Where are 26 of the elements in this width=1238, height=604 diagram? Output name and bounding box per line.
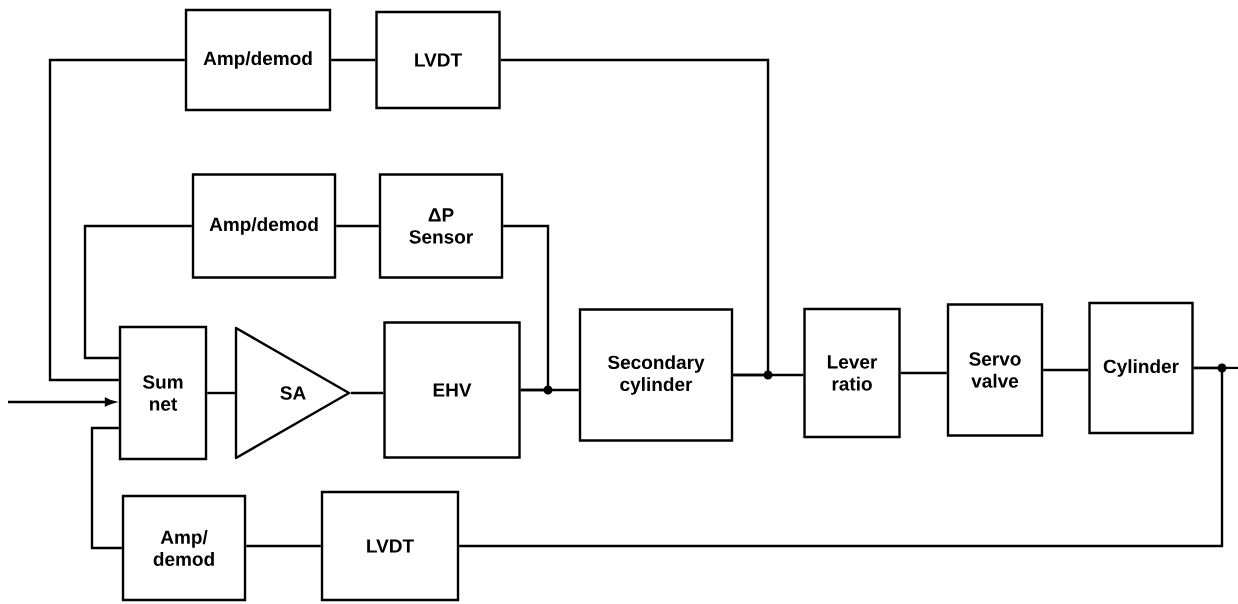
block-box: Lever ratio xyxy=(803,307,901,439)
block-box: LVDT xyxy=(320,490,460,602)
connector-line xyxy=(207,391,236,395)
block-box: Sum net xyxy=(118,325,208,461)
connector-line xyxy=(500,58,770,377)
block-box: Servo valve xyxy=(946,303,1044,437)
connector-line xyxy=(459,366,1224,548)
connector-line xyxy=(90,426,122,550)
connector-line xyxy=(1043,368,1089,372)
block-box: Cylinder xyxy=(1088,301,1194,435)
connector-line xyxy=(246,544,321,548)
amplifier-triangle: SA xyxy=(234,326,351,460)
connector-line xyxy=(331,58,376,62)
block-box: Amp/demod xyxy=(184,8,332,112)
connector-line xyxy=(83,224,192,360)
block-box: Secondary cylinder xyxy=(578,308,734,442)
block-box: EHV xyxy=(383,321,521,459)
connector-line xyxy=(336,224,379,228)
block-box: Amp/ demod xyxy=(121,494,247,602)
connector-line xyxy=(48,58,185,382)
connector-line xyxy=(350,391,384,395)
block-box: LVDT xyxy=(375,10,501,110)
connector-line xyxy=(503,224,550,392)
connector-line xyxy=(900,371,947,375)
block-box: Amp/demod xyxy=(191,173,337,279)
block-box: ΔP Sensor xyxy=(378,173,504,279)
